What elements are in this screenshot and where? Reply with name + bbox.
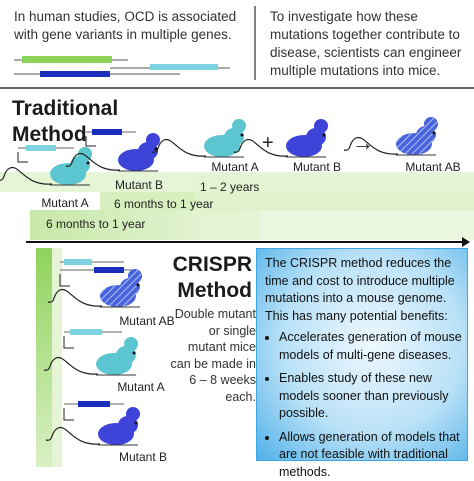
label-step2-mutant-b: Mutant B xyxy=(282,160,352,174)
intro-left-text: In human studies, OCD is associated with… xyxy=(14,8,244,44)
duration-breeding: 1 – 2 years xyxy=(200,180,259,194)
crispr-label-mutant-ab: Mutant AB xyxy=(110,314,184,328)
gene-bar-top-blue xyxy=(40,71,110,77)
benefit-item: Allows generation of models that are not… xyxy=(279,429,467,481)
gene-bar-top-green xyxy=(22,56,112,63)
duration-mutant-b: 6 months to 1 year xyxy=(114,197,213,211)
benefits-list: Accelerates generation of mouse models o… xyxy=(265,329,467,481)
crispr-benefits-box: The CRISPR method reduces the time and c… xyxy=(256,248,468,461)
crispr-label-mutant-a: Mutant A xyxy=(106,380,176,394)
crispr-mutant-a-gene xyxy=(64,329,122,348)
benefit-item: Enables study of these new models sooner… xyxy=(279,370,467,423)
label-step2-mutant-a: Mutant A xyxy=(200,160,270,174)
result-arrow: → xyxy=(352,130,374,156)
benefit-item: Accelerates generation of mouse models o… xyxy=(279,329,467,364)
gene-bar-top-cyan xyxy=(150,64,218,70)
traditional-step2-mutant-b-mouse xyxy=(234,119,328,157)
crispr-mutant-ab-mouse xyxy=(48,269,142,307)
plus-symbol: + xyxy=(262,132,274,155)
label-mutant-b: Mutant B xyxy=(104,178,174,192)
intro-right-text: To investigate how these mutations toget… xyxy=(270,8,470,80)
duration-mutant-a: 6 months to 1 year xyxy=(46,217,145,231)
traditional-step2-mutant-a-mouse xyxy=(152,119,246,157)
label-mutant-a: Mutant A xyxy=(30,196,100,210)
figure: In human studies, OCD is associated with… xyxy=(0,0,474,467)
benefits-intro: The CRISPR method reduces the time and c… xyxy=(265,255,467,325)
crispr-label-mutant-b: Mutant B xyxy=(108,450,178,464)
traditional-method-title: Traditional Method xyxy=(12,96,112,148)
crispr-mutant-b-gene xyxy=(64,401,124,420)
label-mutant-ab: Mutant AB xyxy=(396,160,470,174)
crispr-method-title: CRISPR Method xyxy=(170,252,252,304)
